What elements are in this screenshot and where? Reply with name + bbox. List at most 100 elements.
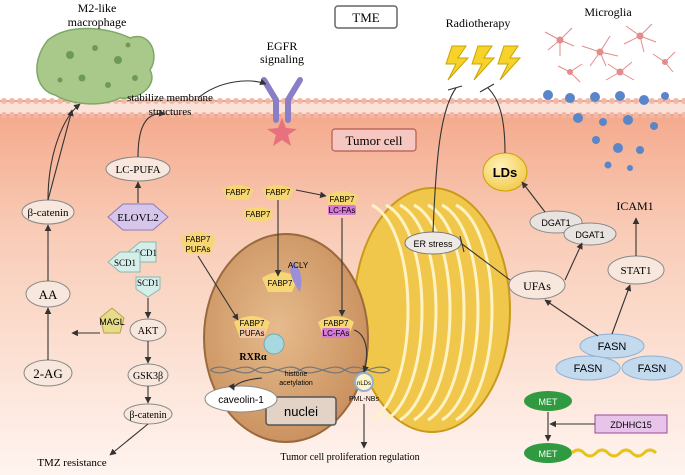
membrane-head [369, 98, 375, 104]
membrane-head [481, 98, 487, 104]
membrane-head [489, 112, 495, 118]
beta-catenin-bottom-label: β-catenin [129, 410, 166, 421]
tme-label: TME [352, 10, 380, 25]
met-node-bottom [524, 443, 572, 463]
fasn-node-b [555, 355, 621, 381]
acly-label: ACLY [288, 261, 309, 270]
membrane-head [33, 98, 39, 104]
beta-catenin-top-label: β-catenin [27, 207, 69, 219]
membrane-head [201, 98, 207, 104]
fabp7-text-3: FABP7 [246, 210, 271, 219]
lcfa-tag-2 [322, 328, 350, 338]
fasn-label-b: FASN [574, 363, 603, 375]
membrane-head [489, 98, 495, 104]
membrane-head [505, 112, 511, 118]
pml-nbs-label: PML-NBs [349, 396, 379, 403]
membrane-head [337, 98, 343, 104]
scd1-node-c [135, 276, 161, 298]
membrane-head [609, 98, 615, 104]
membrane-head [377, 112, 383, 118]
fabp7-text-6: FABP7 [268, 279, 293, 288]
membrane-head [305, 98, 311, 104]
membrane-head [57, 98, 63, 104]
membrane-head [633, 112, 639, 118]
membrane-head [161, 98, 167, 104]
membrane-head [369, 112, 375, 118]
aa-label: AA [39, 287, 58, 302]
membrane-head [465, 112, 471, 118]
membrane-head [353, 112, 359, 118]
met-label-top: MET [539, 397, 559, 407]
membrane-head [329, 112, 335, 118]
scd1-node-b [107, 251, 141, 273]
membrane-head [9, 112, 15, 118]
membrane-head [185, 98, 191, 104]
nuclei-label: nuclei [284, 404, 318, 419]
lds-label: LDs [493, 165, 518, 180]
membrane-head [513, 112, 519, 118]
membrane-head [17, 112, 23, 118]
membrane-head [297, 112, 303, 118]
dgat1-node-b [563, 222, 617, 246]
membrane-head [585, 112, 591, 118]
fasn-label-c: FASN [638, 363, 667, 375]
membrane-head [361, 112, 367, 118]
membrane-head [217, 112, 223, 118]
scd1-label-c: SCD1 [137, 278, 159, 288]
fabp7-text-1: FABP7 [226, 188, 251, 197]
membrane-head [649, 98, 655, 104]
membrane-head [377, 98, 383, 104]
membrane-head [353, 98, 359, 104]
rxra-label: RXRα [239, 352, 267, 363]
histone-label-line2: acetylation [279, 380, 313, 387]
membrane-head [681, 112, 685, 118]
membrane-head [417, 112, 423, 118]
membrane-head [529, 98, 535, 104]
membrane-head [441, 98, 447, 104]
pufas-text-2: PUFAs [240, 329, 265, 338]
membrane-head [545, 112, 551, 118]
membrane-head [345, 98, 351, 104]
membrane-head [425, 98, 431, 104]
stabilize-label-line2: structures [149, 106, 192, 118]
membrane-head [209, 98, 215, 104]
membrane-head [145, 112, 151, 118]
membrane-head [553, 112, 559, 118]
zdhhc15-label: ZDHHC15 [610, 420, 652, 430]
caveolin-node [204, 385, 278, 413]
membrane-head [25, 112, 31, 118]
fabp7-shape-4 [180, 232, 216, 254]
endoplasmic-reticulum [353, 187, 511, 433]
membrane-head [657, 112, 663, 118]
membrane-head [313, 112, 319, 118]
membrane-head [417, 98, 423, 104]
pathway-arrows [44, 78, 640, 456]
microglia-vesicles [543, 90, 669, 171]
pufa-tag-2 [239, 328, 265, 338]
m2-label-line2: macrophage [68, 15, 127, 29]
acly-shape [290, 262, 302, 292]
met-node-top [524, 391, 572, 411]
membrane-head [617, 112, 623, 118]
membrane-head [313, 98, 319, 104]
membrane-head [681, 98, 685, 104]
scd1-label-b: SCD1 [114, 258, 136, 268]
membrane-head [129, 98, 135, 104]
fasn-label-a: FASN [598, 341, 627, 353]
membrane-head [385, 112, 391, 118]
membrane-head [153, 98, 159, 104]
membrane-head [409, 98, 415, 104]
membrane-head [193, 98, 199, 104]
membrane-head [305, 112, 311, 118]
membrane-head [49, 112, 55, 118]
membrane-head [561, 112, 567, 118]
microglia-label: Microglia [584, 5, 632, 19]
microglia-cells-icon [544, 23, 676, 83]
rxra-icon [263, 333, 285, 355]
membrane-head [105, 112, 111, 118]
membrane-head [89, 112, 95, 118]
membrane-head [481, 112, 487, 118]
tme-box [334, 5, 398, 29]
fabp7-text-2: FABP7 [266, 188, 291, 197]
